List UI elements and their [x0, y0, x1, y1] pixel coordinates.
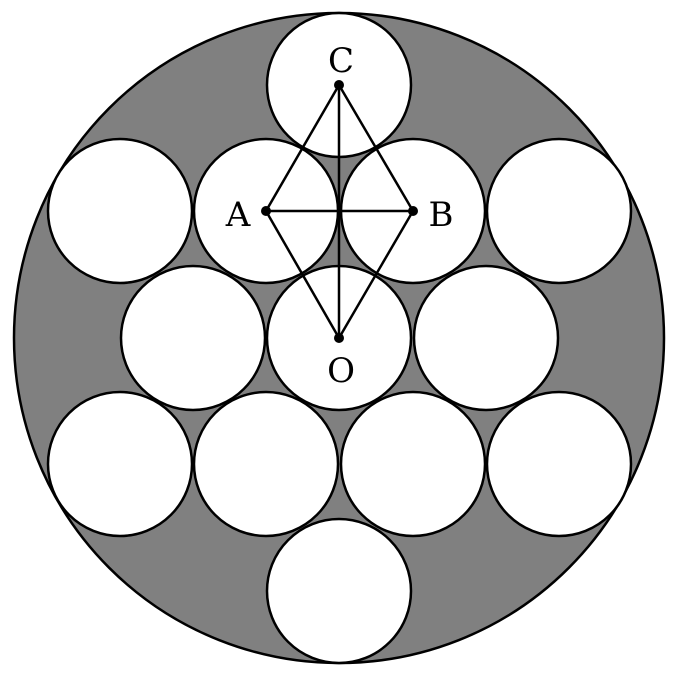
small-circles	[46, 11, 633, 665]
label-A: A	[225, 195, 251, 235]
point-O	[334, 333, 344, 343]
label-O: O	[327, 351, 355, 391]
small-circle	[119, 264, 267, 412]
small-circle	[485, 137, 633, 285]
rhombus-lines	[264, 84, 415, 339]
small-circle	[46, 137, 194, 285]
segment-CB	[337, 84, 415, 212]
segment-CA	[264, 84, 341, 212]
label-B: B	[429, 195, 454, 235]
small-circle	[485, 390, 633, 538]
point-B	[408, 206, 418, 216]
point-C	[334, 80, 344, 90]
small-circle	[46, 390, 194, 538]
label-C: C	[328, 41, 354, 81]
point-A	[261, 206, 271, 216]
small-circle	[192, 390, 340, 538]
segment-BO	[337, 210, 415, 339]
small-circle	[339, 390, 487, 538]
small-circle	[265, 517, 413, 665]
segment-AO	[264, 210, 341, 339]
small-circle	[412, 264, 560, 412]
